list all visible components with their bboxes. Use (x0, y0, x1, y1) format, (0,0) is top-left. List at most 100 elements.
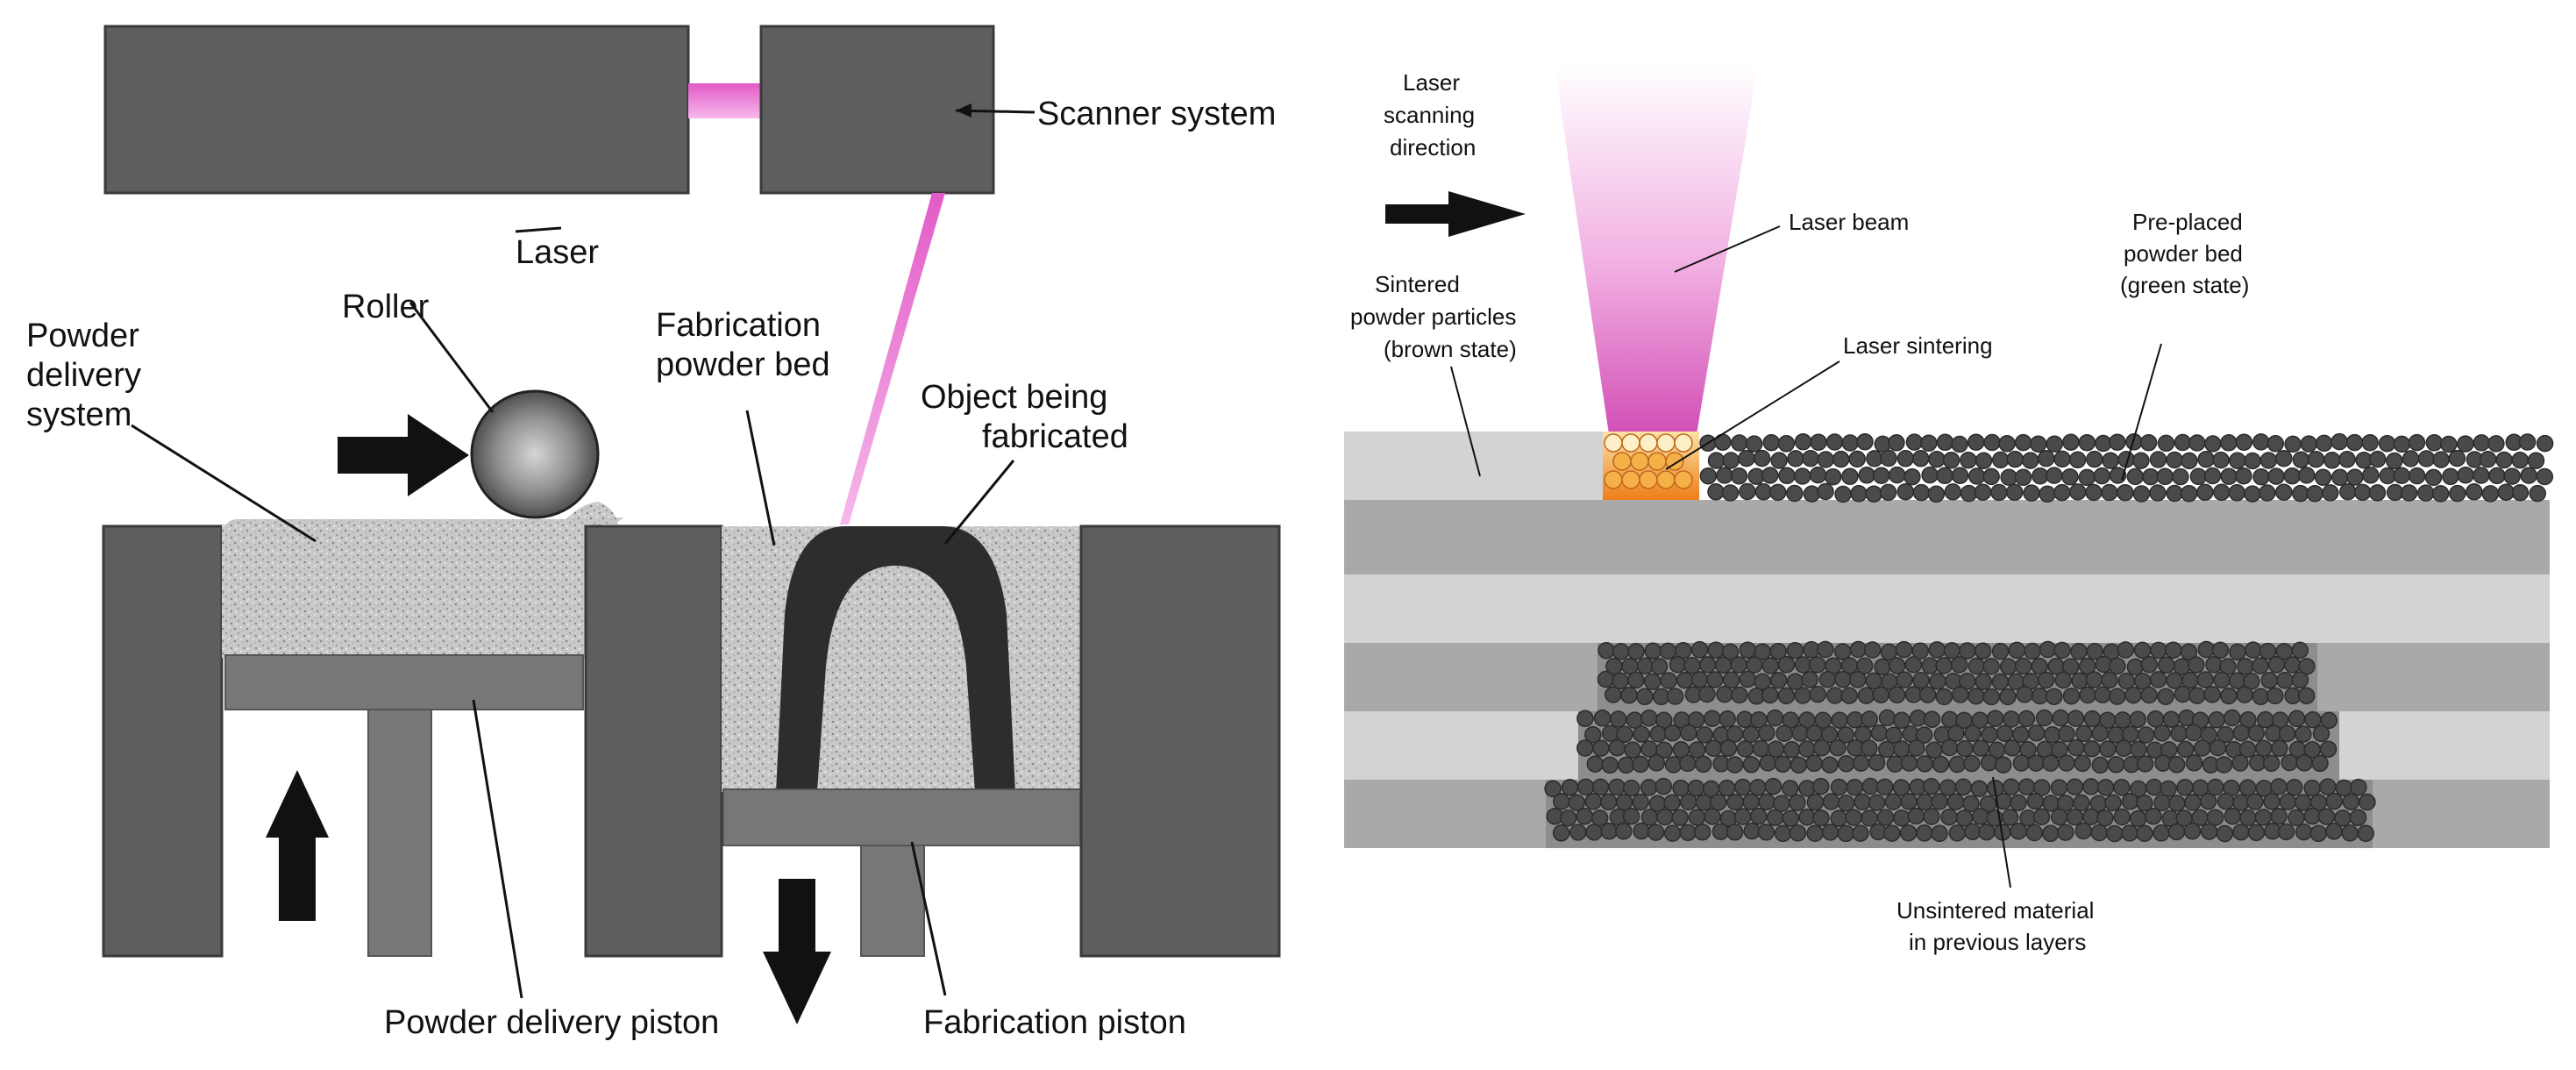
unsintered-particle (1758, 724, 1775, 742)
unsintered-particle (1730, 656, 1747, 674)
roller (470, 389, 600, 519)
unsintered-particle (1764, 777, 1783, 795)
powder-particle (1968, 467, 1986, 485)
label-sintered-3: (brown state) (1384, 336, 1517, 362)
unsintered-particle (1660, 672, 1677, 689)
powder-particle (1787, 450, 1804, 467)
unsintered-particle (1900, 793, 1918, 810)
unsintered-particle (2066, 778, 2084, 795)
unsintered-particle (2096, 810, 2114, 827)
unsintered-particle (1911, 642, 1929, 660)
unsintered-particle (2254, 809, 2273, 826)
unsintered-particle (1789, 794, 1806, 812)
powder-particle (1905, 433, 1924, 451)
unsintered-particle (2303, 779, 2321, 797)
unsintered-particle (1946, 793, 1965, 810)
unsintered-particle (2085, 671, 2103, 688)
unsintered-particle (2188, 687, 2206, 704)
unsintered-particle (2309, 824, 2328, 843)
powder-particle (1802, 449, 1819, 467)
powder-particle (2166, 484, 2183, 503)
unsintered-particle (1617, 756, 1635, 774)
unsintered-particle (1759, 754, 1777, 772)
unsintered-particle (1837, 824, 1855, 843)
delivery-piston-plate (224, 654, 584, 710)
powder-particle (1936, 433, 1954, 452)
unsintered-particle (1899, 824, 1918, 842)
unsintered-particle (2117, 641, 2134, 659)
unsintered-particle (2267, 656, 2286, 674)
unsintered-particle (2025, 824, 2043, 842)
unsintered-particle (1808, 656, 1826, 674)
powder-particle (1777, 435, 1796, 453)
unsintered-particle (1982, 658, 2000, 675)
unsintered-particle (2140, 655, 2159, 674)
unsintered-particle (2003, 739, 2021, 757)
sinter-particle (1621, 433, 1640, 453)
fabrication-piston-rod (860, 845, 925, 957)
unsintered-particle (1878, 709, 1896, 727)
unsintered-particle (1659, 642, 1677, 660)
powder-particle (2006, 450, 2025, 468)
unsintered-particle (1982, 688, 2001, 706)
powder-particle (2157, 434, 2175, 453)
sinter-particle (1621, 470, 1640, 489)
powder-particle (2503, 467, 2521, 485)
unsintered-particle (2114, 711, 2131, 729)
unsintered-particle (1872, 686, 1889, 703)
unsintered-particle (2153, 724, 2171, 742)
powder-particle (1865, 485, 1882, 503)
powder-particle (2353, 483, 2372, 502)
unsintered-particle (1742, 756, 1761, 774)
unsintered-particle (2205, 656, 2223, 674)
powder-particle (1731, 434, 1748, 452)
unsintered-particle (2185, 754, 2203, 772)
unsintered-particle (2200, 823, 2218, 840)
roller-push-arrow (338, 414, 469, 496)
powder-particle (2315, 434, 2333, 453)
unsintered-particle (2216, 824, 2234, 843)
powder-particle (1896, 482, 1915, 501)
unsintered-particle (1706, 671, 1724, 688)
unsintered-particle (1761, 686, 1779, 704)
powder-particle (1968, 433, 1985, 451)
unsintered-particle (1694, 755, 1712, 774)
unsintered-particle (1640, 709, 1658, 727)
unsintered-particle (1746, 656, 1763, 674)
unsintered-particle (1656, 808, 1674, 826)
powder-particle (1707, 452, 1726, 469)
powder-particle (2275, 449, 2293, 467)
label-scan-dir-1: Laser (1403, 69, 1460, 96)
unsintered-particle (2291, 671, 2309, 689)
unsintered-particle (1980, 753, 1998, 772)
powder-particle (2000, 468, 2017, 487)
powder-particle (2181, 452, 2198, 470)
unsintered-particle (2224, 807, 2242, 825)
unsintered-particle (2124, 686, 2142, 704)
powder-particle (2235, 433, 2253, 451)
unsintered-particle (1710, 794, 1727, 811)
unsintered-particle (1626, 711, 1644, 729)
unsintered-particle (2058, 754, 2075, 772)
powder-particle (2109, 433, 2126, 451)
powder-particle (2188, 434, 2206, 452)
unsintered-particle (1929, 673, 1946, 690)
unsintered-particle (2061, 658, 2080, 675)
powder-particle (2497, 483, 2516, 501)
unsintered-particle (2281, 753, 2298, 772)
unsintered-particle (1600, 823, 1619, 840)
powder-particle (2361, 433, 2379, 452)
unsintered-particle (2286, 779, 2303, 796)
powder-particle (2172, 467, 2189, 486)
powder-particle (1928, 450, 1946, 468)
unsintered-particle (1830, 778, 1848, 796)
powder-particle (1936, 467, 1953, 485)
unsintered-particle (2162, 710, 2181, 728)
unsintered-particle (2278, 724, 2296, 743)
powder-particle (2487, 435, 2505, 453)
powder-particle (1944, 483, 1962, 501)
unsintered-particle (1722, 671, 1740, 689)
unsintered-particle (1676, 671, 1694, 689)
layer-top-sintered (1344, 432, 1603, 500)
powder-particle (2424, 468, 2443, 487)
